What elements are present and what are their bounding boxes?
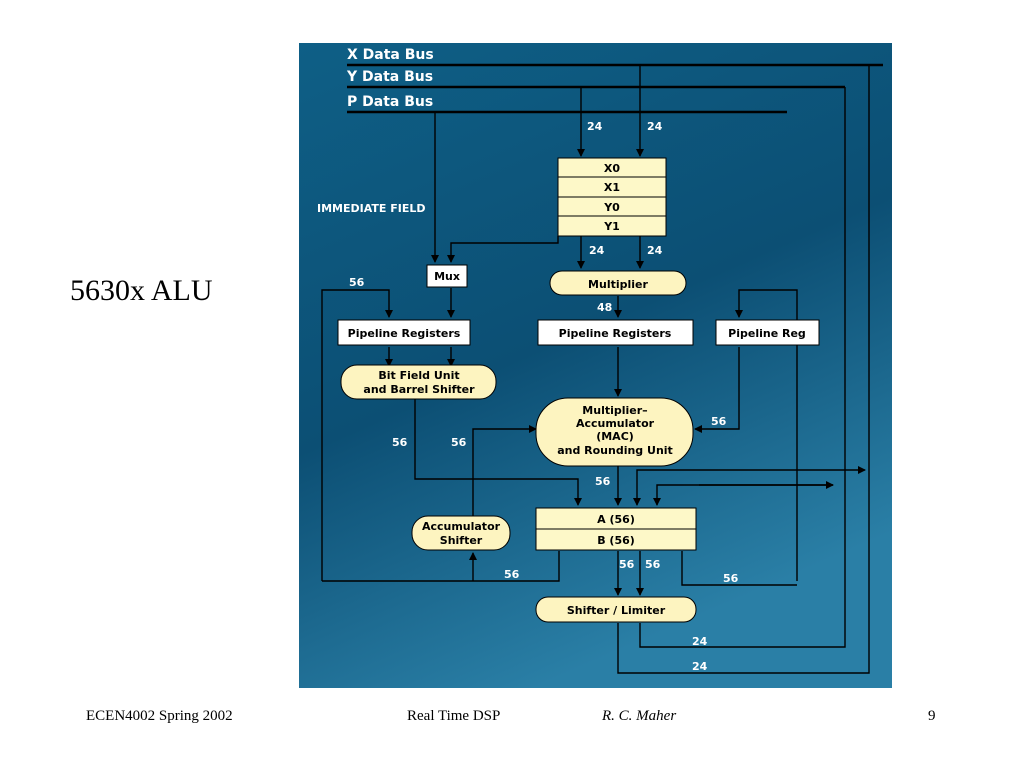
multiplier-block: Multiplier (549, 270, 687, 296)
bit-field-line2: and Barrel Shifter (363, 383, 475, 396)
pipeline-register-right: Pipeline Reg (715, 319, 820, 346)
x-data-bus-label: X Data Bus (347, 47, 434, 63)
pipeline-registers-left: Pipeline Registers (337, 319, 471, 346)
mac-line1: Multiplier– (582, 404, 647, 417)
width-reg-out-left: 24 (589, 244, 605, 257)
width-mult-out: 48 (597, 301, 612, 314)
pipeline-mid-label: Pipeline Registers (559, 327, 672, 340)
acc-shifter-line2: Shifter (440, 534, 483, 547)
bus-width-labels: 24 24 24 24 56 48 56 56 56 56 56 56 56 5… (349, 120, 739, 673)
pipeline-registers-mid: Pipeline Registers (537, 319, 694, 346)
width-ab-right-feedback: 56 (723, 572, 739, 585)
accumulator-registers: A (56) B (56) (535, 507, 697, 551)
width-reg-out-right: 24 (647, 244, 663, 257)
alu-block-diagram: X Data Bus Y Data Bus P Data Bus IMMEDIA… (299, 43, 892, 688)
footer-page-number: 9 (928, 708, 936, 724)
shifter-limiter: Shifter / Limiter (535, 596, 697, 623)
data-buses (347, 63, 883, 114)
width-sl-out-1: 24 (692, 635, 708, 648)
width-bfu-out: 56 (392, 436, 408, 449)
footer-course: ECEN4002 Spring 2002 (86, 708, 233, 724)
footer-subject: Real Time DSP (407, 708, 501, 724)
y-data-bus-label: Y Data Bus (346, 69, 433, 85)
multiplier-label: Multiplier (588, 278, 648, 291)
mux-block: Mux (426, 264, 468, 288)
slide-title: 5630x ALU (70, 274, 213, 307)
pipeline-right-label: Pipeline Reg (728, 327, 806, 340)
mac-line2: Accumulator (576, 417, 655, 430)
width-ab-out-2: 56 (645, 558, 661, 571)
register-x1: X1 (604, 181, 620, 194)
pipeline-left-label: Pipeline Registers (348, 327, 461, 340)
bit-field-line1: Bit Field Unit (378, 369, 459, 382)
mac-line4: and Rounding Unit (557, 444, 673, 457)
width-ab-out-1: 56 (619, 558, 635, 571)
width-ybus: 24 (587, 120, 603, 133)
shifter-limiter-label: Shifter / Limiter (567, 604, 666, 617)
immediate-field-label: IMMEDIATE FIELD (317, 202, 426, 215)
mac-unit: Multiplier– Accumulator (MAC) and Roundi… (535, 397, 694, 467)
register-x0: X0 (604, 162, 620, 175)
acc-shifter-line1: Accumulator (422, 520, 501, 533)
register-file: X0 X1 Y0 Y1 (557, 157, 667, 237)
width-ab-left-feedback: 56 (504, 568, 520, 581)
width-mac-in-right: 56 (711, 415, 727, 428)
mux-label: Mux (434, 270, 460, 283)
footer-author: R. C. Maher (602, 708, 677, 724)
width-accsh-out: 56 (451, 436, 467, 449)
bit-field-unit: Bit Field Unit and Barrel Shifter (340, 364, 497, 400)
mac-line3: (MAC) (596, 430, 634, 443)
accumulator-a: A (56) (597, 513, 635, 526)
signal-wires (321, 65, 870, 674)
accumulator-shifter: Accumulator Shifter (411, 515, 511, 551)
register-y1: Y1 (603, 220, 620, 233)
accumulator-b: B (56) (597, 534, 635, 547)
register-y0: Y0 (603, 201, 620, 214)
width-mux-in: 56 (349, 276, 365, 289)
width-mac-out: 56 (595, 475, 611, 488)
width-sl-out-2: 24 (692, 660, 708, 673)
width-xbus: 24 (647, 120, 663, 133)
p-data-bus-label: P Data Bus (347, 94, 433, 110)
